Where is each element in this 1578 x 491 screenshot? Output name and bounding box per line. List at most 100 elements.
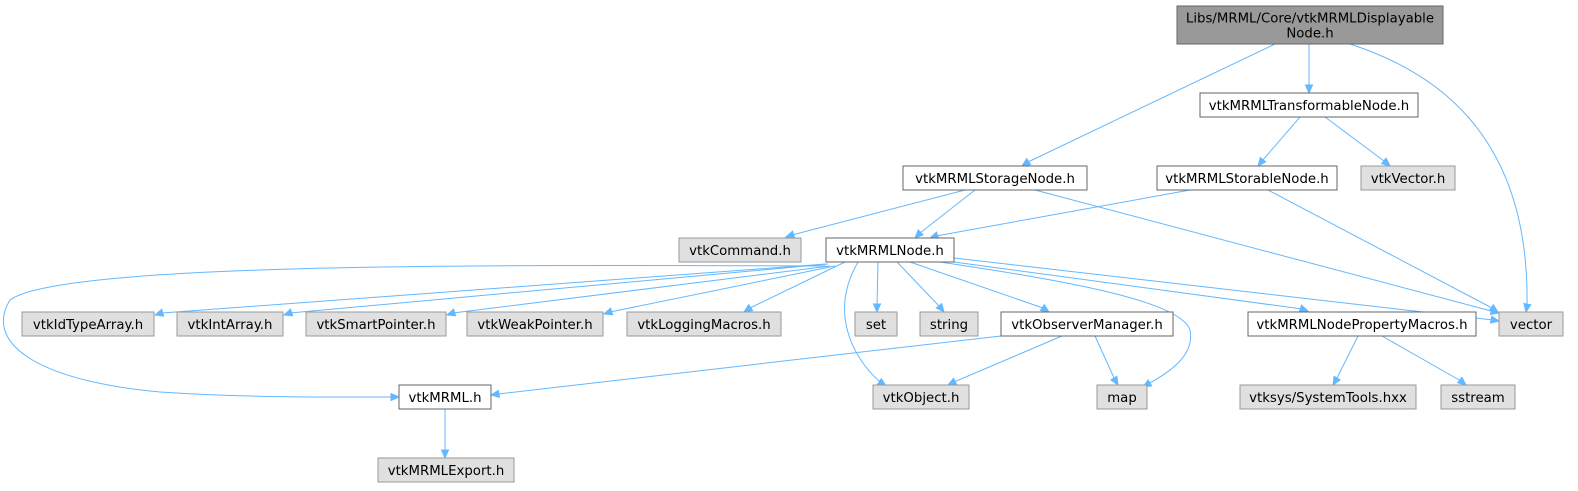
edge-mrmlnode-to-set	[872, 261, 882, 314]
node-box	[872, 384, 970, 410]
edge-line	[896, 261, 941, 308]
edge-arrowhead	[153, 308, 165, 317]
edge-transformable-to-storable	[1257, 116, 1301, 167]
edge-propmacros-to-systools	[1332, 335, 1359, 387]
node-label: vtkWeakPointer.h	[477, 318, 592, 333]
node-box	[1156, 165, 1338, 191]
node-box	[377, 457, 515, 483]
edge-line	[609, 265, 836, 313]
edge-arrowhead	[1039, 303, 1051, 313]
edge-arrowhead	[440, 449, 450, 460]
node-observer[interactable]: vtkObserverManager.h	[1000, 311, 1174, 337]
edge-propmacros-to-sstream	[1381, 335, 1467, 386]
node-label: vtkMRMLExport.h	[388, 464, 505, 479]
edge-arrowhead	[1304, 84, 1314, 95]
edge-arrowhead	[1020, 157, 1032, 167]
edge-transformable-to-vtkvector	[1324, 116, 1391, 167]
node-label: sstream	[1451, 391, 1505, 406]
edge-line	[939, 261, 1192, 385]
node-box	[305, 311, 447, 337]
node-vtkmrml[interactable]: vtkMRML.h	[398, 384, 492, 410]
edge-observer-to-vtkobject	[946, 335, 1063, 386]
edge-line	[876, 261, 879, 307]
edge-mrmlnode-to-vtkmrml	[2, 265, 827, 402]
node-smartptr: vtkSmartPointer.h	[305, 311, 447, 337]
node-propmacros[interactable]: vtkMRMLNodePropertyMacros.h	[1247, 311, 1477, 337]
node-label: set	[866, 318, 886, 333]
edge-line	[953, 335, 1063, 383]
edge-arrowhead	[784, 230, 796, 239]
node-mrmlnode[interactable]: vtkMRMLNode.h	[825, 237, 955, 263]
edge-arrowhead	[742, 303, 754, 313]
edge-root-to-storage	[1020, 43, 1276, 167]
edge-line	[289, 263, 829, 314]
edge-arrowhead	[1257, 156, 1267, 167]
edge-line	[452, 265, 831, 314]
node-label: vtkIdTypeArray.h	[33, 318, 143, 333]
edge-arrowhead	[445, 308, 457, 317]
edge-arrowhead	[1456, 376, 1467, 386]
edge-line	[909, 261, 1044, 309]
node-box	[825, 237, 955, 263]
edge-line	[791, 189, 966, 236]
node-vtkvector: vtkVector.h	[1360, 165, 1456, 191]
node-box	[1199, 92, 1419, 118]
node-box	[1239, 384, 1417, 410]
node-label: Libs/MRML/Core/vtkMRMLDisplayable	[1186, 12, 1434, 27]
edge-line	[497, 335, 1002, 395]
node-label: string	[930, 318, 968, 333]
edge-line	[1335, 335, 1359, 381]
edge-line	[1034, 189, 1496, 313]
edge-arrowhead	[914, 229, 924, 239]
node-weakptr: vtkWeakPointer.h	[466, 311, 604, 337]
node-box	[626, 311, 782, 337]
node-systools: vtksys/SystemTools.hxx	[1239, 384, 1417, 410]
node-vector: vector	[1498, 311, 1564, 337]
edge-arrowhead	[1298, 304, 1310, 313]
node-label: vtkMRML.h	[408, 391, 481, 406]
edge-arrowhead	[1488, 303, 1500, 313]
node-string: string	[919, 311, 979, 337]
node-box	[1360, 165, 1456, 191]
node-label: vtkMRMLTransformableNode.h	[1209, 99, 1410, 114]
node-box	[176, 311, 284, 337]
node-intarray: vtkIntArray.h	[176, 311, 284, 337]
node-transformable[interactable]: vtkMRMLTransformableNode.h	[1199, 92, 1419, 118]
edge-root-to-vector	[1349, 43, 1532, 314]
edge-arrowhead	[390, 392, 401, 402]
edge-observer-to-vtkmrml	[489, 335, 1002, 398]
edge-storage-to-vtkcommand	[784, 189, 966, 239]
node-box	[1247, 311, 1477, 337]
edge-line	[1349, 43, 1528, 307]
node-box	[1096, 384, 1148, 410]
node-label: vtkObject.h	[883, 391, 960, 406]
node-label: vtkVector.h	[1371, 172, 1446, 187]
node-label: vtkMRMLNodePropertyMacros.h	[1256, 318, 1467, 333]
node-vtkobject: vtkObject.h	[872, 384, 970, 410]
edge-storable-to-vector	[1267, 189, 1500, 313]
node-box	[902, 165, 1088, 191]
node-label: map	[1107, 391, 1137, 406]
edge-line	[1027, 43, 1276, 163]
edge-line	[1267, 189, 1493, 309]
edge-line	[1094, 335, 1116, 381]
node-box	[1176, 5, 1444, 45]
node-label: vtkCommand.h	[689, 244, 791, 259]
edge-line	[161, 263, 827, 314]
node-label: vtkLoggingMacros.h	[637, 318, 770, 333]
edge-arrowhead	[489, 389, 501, 398]
node-box	[1440, 384, 1516, 410]
edge-observer-to-map	[1094, 335, 1119, 387]
node-logging: vtkLoggingMacros.h	[626, 311, 782, 337]
node-storage[interactable]: vtkMRMLStorageNode.h	[902, 165, 1088, 191]
edge-mrmlnode-to-string	[896, 261, 945, 313]
node-storable[interactable]: vtkMRMLStorableNode.h	[1156, 165, 1338, 191]
edge-arrowhead	[946, 377, 958, 386]
node-box	[1000, 311, 1174, 337]
edge-mrmlnode-to-propmacros	[953, 261, 1310, 313]
node-label: vtkMRMLNode.h	[836, 244, 944, 259]
edge-mrmlnode-to-smartptr	[445, 265, 831, 317]
